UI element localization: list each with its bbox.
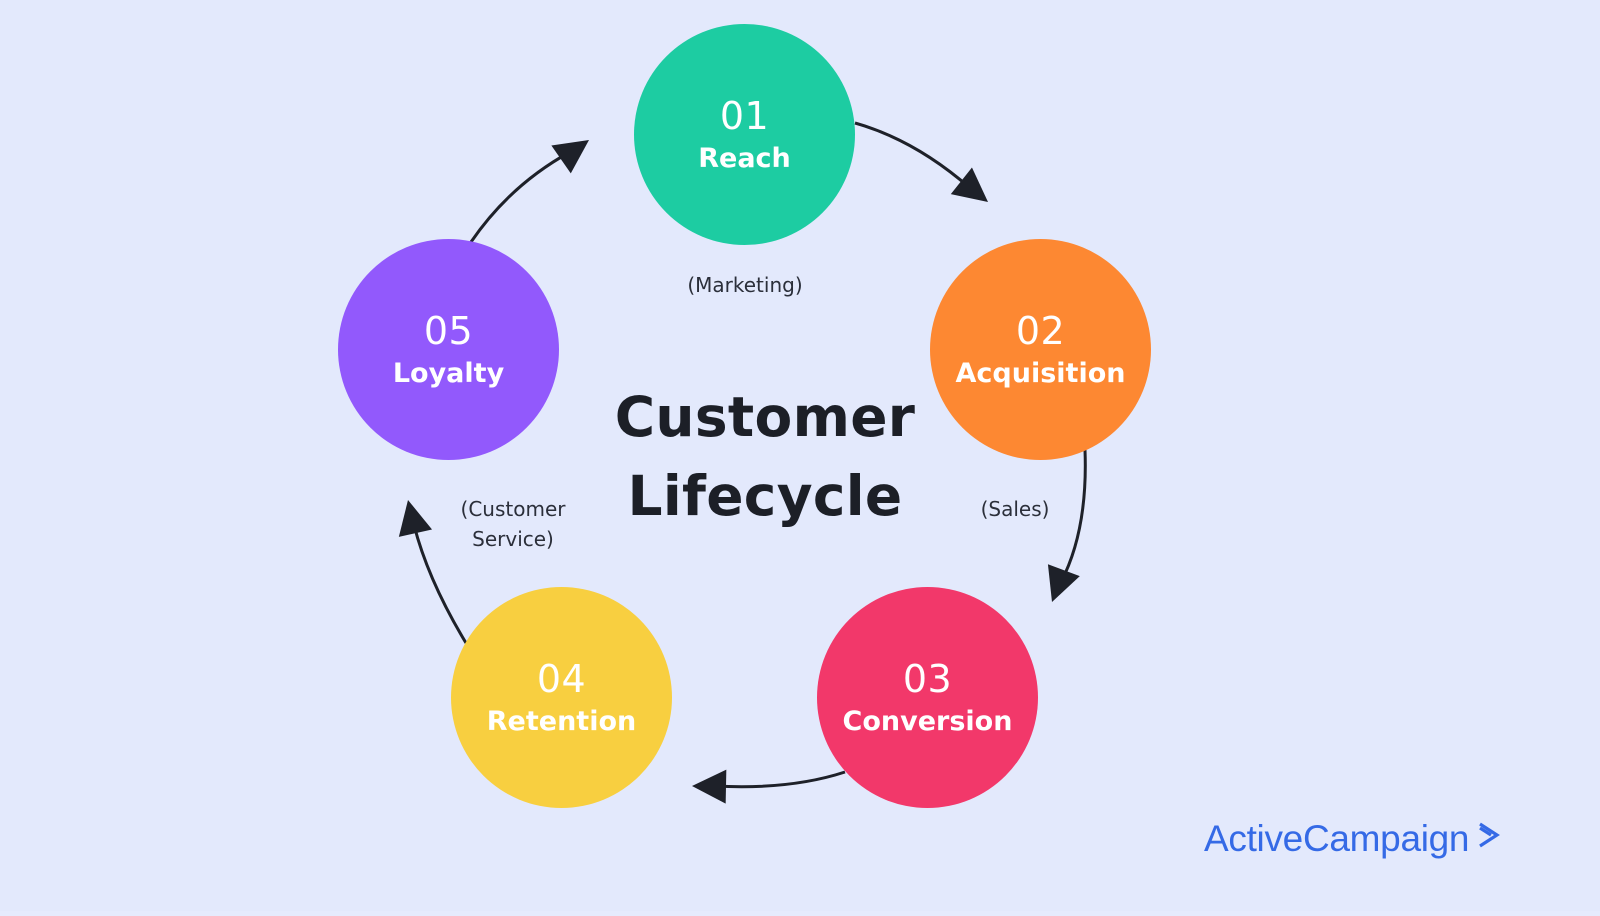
arrow-line: [469, 150, 571, 243]
stage-loyalty: 05 Loyalty: [338, 239, 559, 460]
arrow-loyalty-to-reach: [469, 140, 589, 243]
department-customer-service-line2: Service): [472, 527, 554, 551]
arrow-acquisition-to-conversion: [1047, 449, 1087, 602]
arrow-conversion-to-retention: [692, 769, 846, 804]
stage-acquisition: 02 Acquisition: [930, 239, 1151, 460]
stage-number: 02: [1015, 309, 1066, 353]
stage-number: 04: [536, 657, 587, 701]
title-line2: Lifecycle: [627, 464, 903, 528]
stage-reach: 01 Reach: [634, 24, 855, 245]
department-sales: (Sales): [980, 497, 1050, 521]
arrow-retention-to-loyalty: [398, 500, 468, 644]
arrow-reach-to-acquisition: [854, 121, 988, 202]
stage-number: 03: [902, 657, 953, 701]
department-marketing: (Marketing): [687, 273, 803, 297]
department-customer-service: (Customer Service): [448, 494, 578, 554]
arrowhead-icon: [551, 140, 589, 174]
department-customer-service-line1: (Customer: [460, 497, 566, 521]
arrow-line: [854, 121, 971, 190]
stage-number: 05: [423, 309, 474, 353]
stage-name: Reach: [698, 143, 791, 174]
title-line1: Customer: [614, 385, 916, 449]
stage-name: Retention: [486, 706, 637, 737]
stage-name: Acquisition: [955, 358, 1126, 389]
arrow-line: [412, 524, 468, 644]
chevron-right-icon: [1477, 818, 1501, 860]
arrowhead-icon: [950, 167, 988, 202]
stage-name: Conversion: [842, 706, 1013, 737]
arrow-line: [1059, 449, 1087, 583]
arrowhead-icon: [398, 500, 433, 537]
arrowhead-icon: [1047, 564, 1080, 602]
arrow-line: [714, 770, 846, 789]
arrowhead-icon: [692, 769, 727, 804]
brand-logo: ActiveCampaign: [1204, 818, 1501, 860]
diagram-title: Customer Lifecycle: [565, 378, 965, 536]
stage-conversion: 03 Conversion: [817, 587, 1038, 808]
stage-name: Loyalty: [392, 358, 505, 389]
stage-retention: 04 Retention: [451, 587, 672, 808]
brand-name: ActiveCampaign: [1204, 818, 1470, 859]
stage-number: 01: [719, 94, 770, 138]
